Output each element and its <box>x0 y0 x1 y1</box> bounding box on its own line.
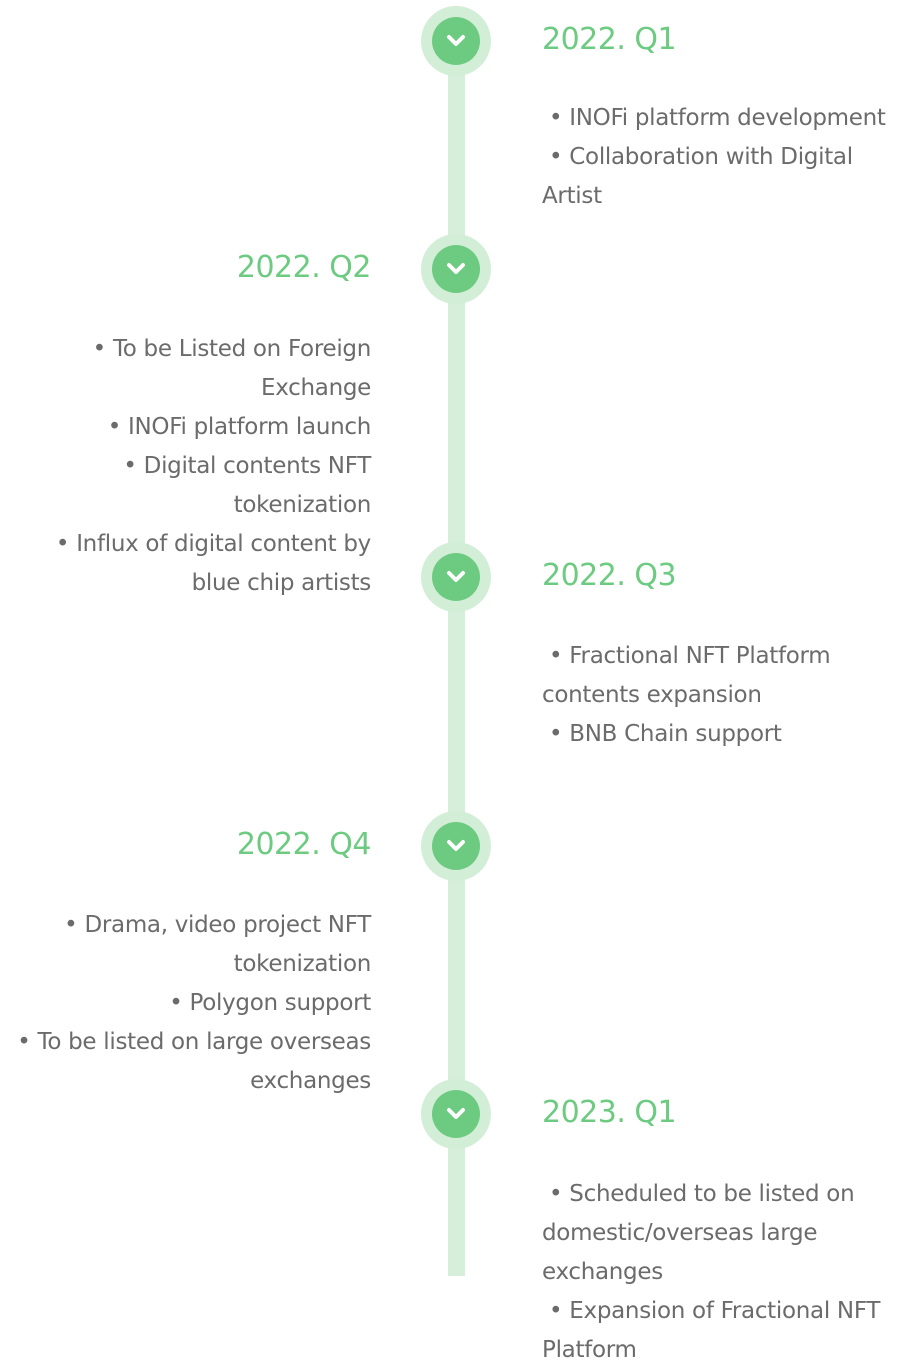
milestone-items-2: To be Listed on Foreign Exchange INOFi p… <box>1 330 371 603</box>
chevron-down-icon <box>447 35 465 46</box>
milestone-item: INOFi platform launch <box>1 408 371 447</box>
milestone-marker-2 <box>421 234 491 304</box>
milestone-title-3: 2022. Q3 <box>542 558 677 593</box>
milestone-item: Expansion of Fractional NFT Platform <box>542 1292 897 1370</box>
milestone-item: To be listed on large overseas exchanges <box>1 1023 372 1101</box>
milestone-items-3: Fractional NFT Platform contents expansi… <box>542 637 897 754</box>
chevron-down-icon <box>447 263 465 274</box>
milestone-title-2: 2022. Q2 <box>236 250 372 285</box>
milestone-item: INOFi platform development <box>542 99 897 138</box>
milestone-item: To be Listed on Foreign Exchange <box>1 330 371 408</box>
milestone-title-4: 2022. Q4 <box>236 827 372 862</box>
milestone-items-5: Scheduled to be listed on domestic/overs… <box>542 1175 897 1370</box>
milestone-items-1: INOFi platform development Collaboration… <box>542 99 897 216</box>
milestone-title-1: 2022. Q1 <box>542 22 677 57</box>
milestone-item: Influx of digital content by blue chip a… <box>1 525 371 603</box>
timeline-line <box>448 40 465 1276</box>
milestone-item: Collaboration with Digital Artist <box>542 138 897 216</box>
milestone-item: BNB Chain support <box>542 715 897 754</box>
milestone-item: Fractional NFT Platform contents expansi… <box>542 637 897 715</box>
milestone-marker-5 <box>421 1079 491 1149</box>
milestone-marker-4 <box>421 811 491 881</box>
chevron-down-icon <box>447 840 465 851</box>
milestone-item: Drama, video project NFT tokenization <box>1 906 371 984</box>
milestone-item: Scheduled to be listed on domestic/overs… <box>542 1175 897 1292</box>
milestone-marker-1 <box>421 6 491 76</box>
milestone-item: Digital contents NFT tokenization <box>1 447 372 525</box>
milestone-title-5: 2023. Q1 <box>542 1095 677 1130</box>
milestone-items-4: Drama, video project NFT tokenization Po… <box>1 906 372 1101</box>
milestone-marker-3 <box>421 542 491 612</box>
milestone-item: Polygon support <box>1 984 372 1023</box>
chevron-down-icon <box>447 571 465 582</box>
chevron-down-icon <box>447 1108 465 1119</box>
